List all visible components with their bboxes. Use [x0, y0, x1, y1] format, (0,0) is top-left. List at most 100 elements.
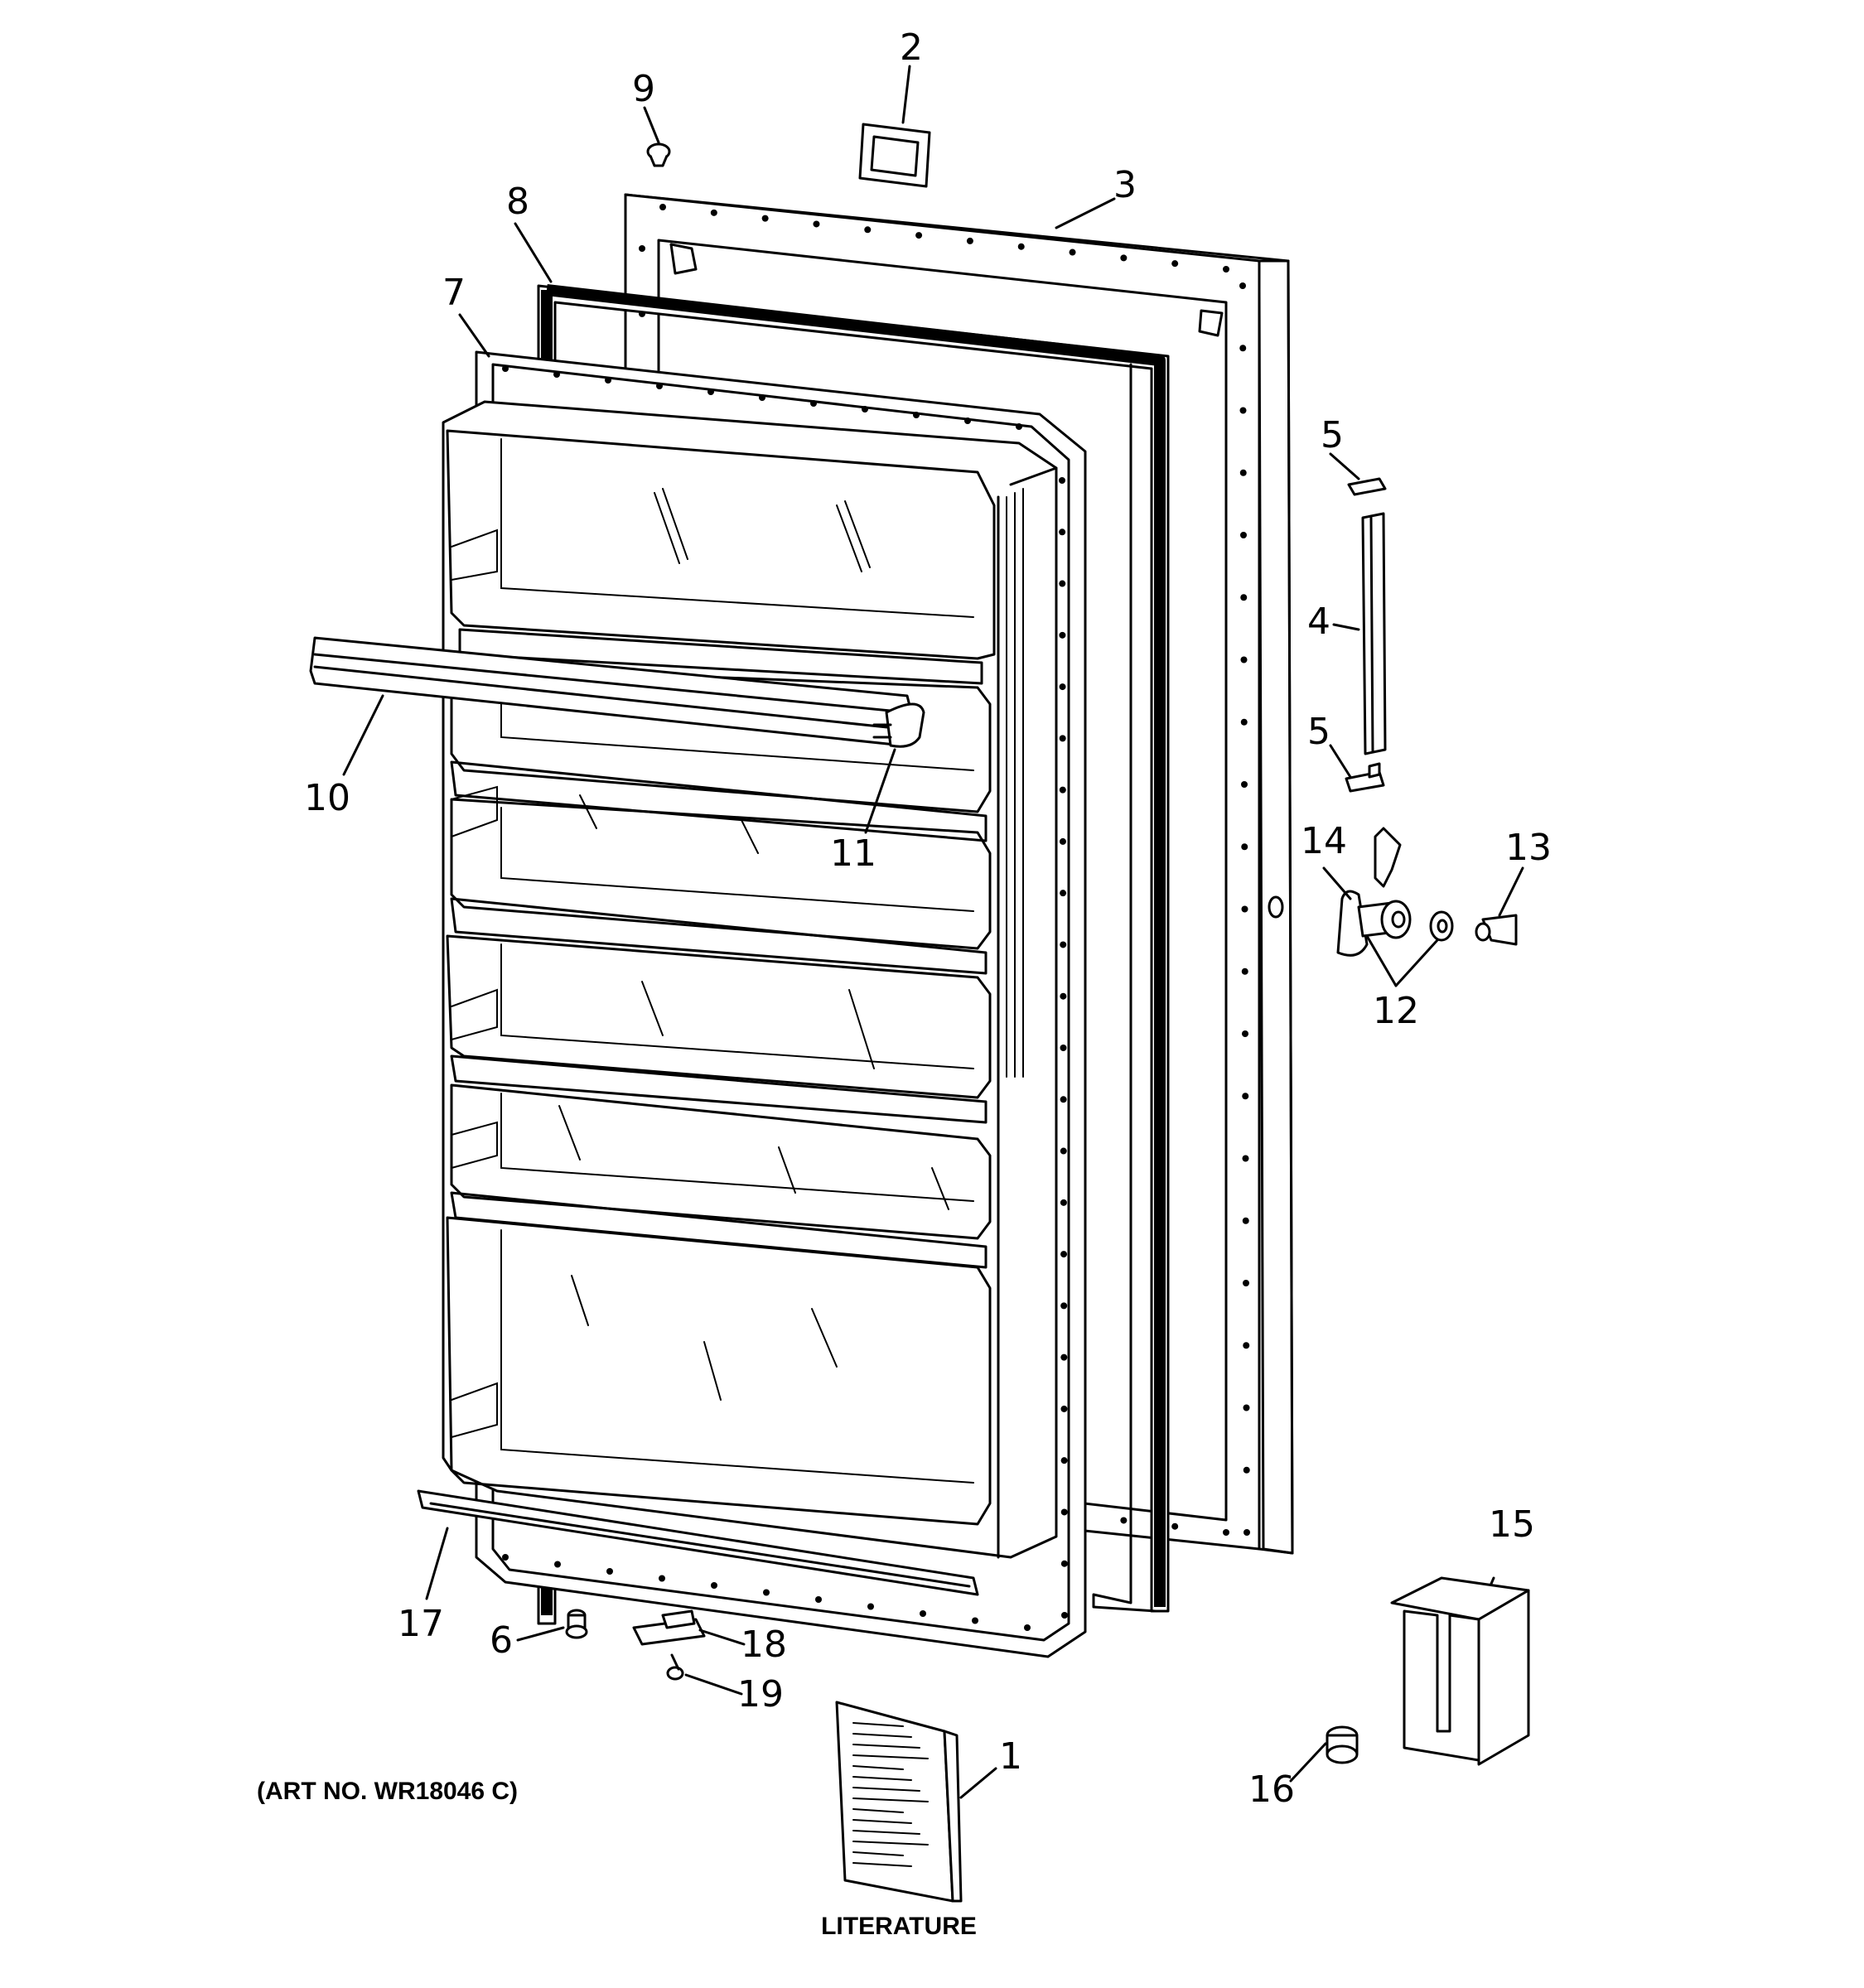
screw-hole [1017, 243, 1025, 250]
screw-hole [1243, 1280, 1249, 1286]
callout-5-top: 5 [1321, 414, 1344, 456]
screw-hole [1240, 532, 1247, 538]
callout-13: 13 [1505, 827, 1552, 869]
booklet-text-line [852, 1851, 904, 1856]
screw-hole [1241, 967, 1248, 975]
cap [858, 123, 931, 188]
screw-hole [554, 1561, 561, 1568]
screw-hole [972, 1617, 978, 1624]
screw-hole [815, 1596, 822, 1603]
booklet-text-line [852, 1808, 904, 1813]
latch-strike [1475, 914, 1518, 946]
screw-hole [1059, 631, 1066, 639]
screw-hole [1069, 248, 1076, 256]
screw-hole [864, 226, 872, 234]
callout-3: 3 [1113, 164, 1137, 206]
screw-hole [1239, 345, 1247, 352]
screw-hole [913, 412, 920, 418]
callout-11: 11 [830, 832, 876, 875]
screw-hole [659, 204, 666, 210]
callout-8: 8 [506, 181, 529, 223]
booklet-text-line [852, 1862, 912, 1867]
callout-19: 19 [737, 1673, 784, 1715]
screw-hole [966, 237, 973, 244]
handle-strip [1361, 512, 1387, 755]
screw-hole [1241, 843, 1248, 851]
screw-hole [1059, 683, 1066, 691]
booklet-text-line [852, 1744, 920, 1749]
callout-16: 16 [1248, 1768, 1295, 1811]
screw-hole [1060, 1560, 1068, 1567]
door-liner-shelves [442, 400, 1058, 1559]
booklet-text-line [852, 1797, 929, 1802]
screw-hole [1239, 407, 1247, 414]
art-number-caption: (ART NO. WR18046 C) [257, 1778, 518, 1805]
screw-hole [1059, 735, 1066, 742]
screw-hole [1060, 1045, 1067, 1051]
screw-hole [1060, 941, 1067, 948]
booklet-text-line [852, 1733, 912, 1738]
handle-end-cap-top [1347, 477, 1387, 496]
screw-hole [1060, 1096, 1067, 1103]
handle-end-cap-bottom [1345, 762, 1385, 793]
booklet-text-line [852, 1722, 904, 1727]
booklet-text-line [852, 1765, 904, 1770]
screw-hole [1243, 1466, 1250, 1474]
screw-hole [659, 1575, 665, 1582]
screw-hole [1060, 1199, 1067, 1206]
screw-hole [1059, 786, 1066, 794]
screw-hole [707, 388, 714, 395]
literature-caption: LITERATURE [821, 1913, 977, 1940]
callout-12: 12 [1373, 990, 1419, 1032]
screw-hole [711, 1582, 717, 1589]
screw-hole [1223, 266, 1229, 273]
callout-15: 15 [1489, 1503, 1535, 1546]
screw-hole [1240, 656, 1248, 663]
screw-hole [1242, 1030, 1248, 1037]
latch-pin-washer [1357, 900, 1454, 942]
screw-hole [1171, 1522, 1179, 1530]
callout-5-bottom: 5 [1307, 711, 1330, 753]
screw-hole [1242, 1217, 1249, 1224]
screw-hole [639, 245, 645, 252]
bottom-trim-strip [417, 1489, 979, 1596]
callout-2: 2 [900, 27, 923, 69]
screw-hole [1171, 260, 1179, 268]
screw-hole [553, 371, 560, 378]
screw-hole [763, 1589, 770, 1596]
screw-hole [1059, 837, 1066, 845]
hinge-plate [632, 1609, 706, 1646]
literature-booklet [835, 1701, 963, 1903]
booklet-text-line [852, 1841, 929, 1846]
callout-9: 9 [632, 68, 655, 110]
rail-end-cap [872, 702, 925, 748]
screw-hole [1241, 781, 1248, 788]
callout-7: 7 [442, 272, 466, 314]
callout-6: 6 [490, 1619, 513, 1662]
screw-hole [915, 232, 923, 239]
screw [666, 1653, 684, 1681]
screw-hole [502, 1554, 509, 1561]
booklet-text-line [852, 1830, 920, 1835]
screw-hole [867, 1603, 874, 1610]
screw-hole [1059, 580, 1066, 587]
screw-hole [1241, 905, 1248, 913]
screw-hole [1060, 992, 1067, 1000]
callout-1: 1 [999, 1735, 1022, 1778]
screw-hole [1243, 1342, 1250, 1349]
screw-hole [1243, 1529, 1250, 1536]
screw-hole [710, 209, 717, 216]
screw-hole [1060, 1147, 1067, 1155]
screw-hole [1061, 1612, 1068, 1619]
screw-hole [1239, 469, 1247, 476]
plug [1326, 1725, 1359, 1764]
screw-hole [1059, 528, 1066, 536]
screw-hole [761, 215, 769, 222]
screw-hole [1060, 1251, 1068, 1258]
callout-10: 10 [304, 777, 350, 819]
screw-hole [1060, 1302, 1068, 1310]
screw-hole [964, 417, 971, 424]
screw-hole [605, 377, 611, 384]
screw-hole [862, 406, 868, 413]
booklet-text-line [852, 1776, 912, 1781]
